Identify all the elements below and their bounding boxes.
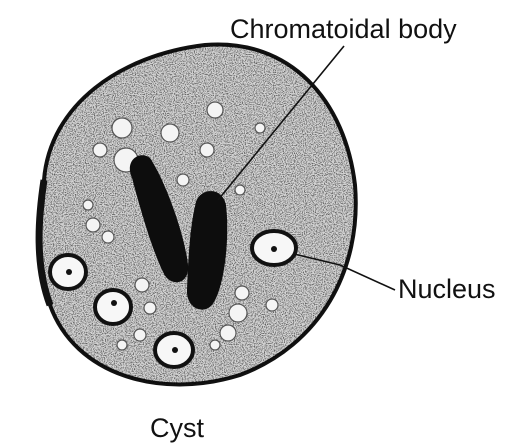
nucleus-3 xyxy=(95,290,131,324)
nucleus-4 xyxy=(155,333,193,367)
nucleus-2 xyxy=(50,255,86,289)
label-nucleus: Nucleus xyxy=(398,274,496,304)
nucleus-labeled xyxy=(252,231,296,265)
label-chromatoidal-body: Chromatoidal body xyxy=(230,14,457,44)
label-cyst: Cyst xyxy=(150,413,204,443)
